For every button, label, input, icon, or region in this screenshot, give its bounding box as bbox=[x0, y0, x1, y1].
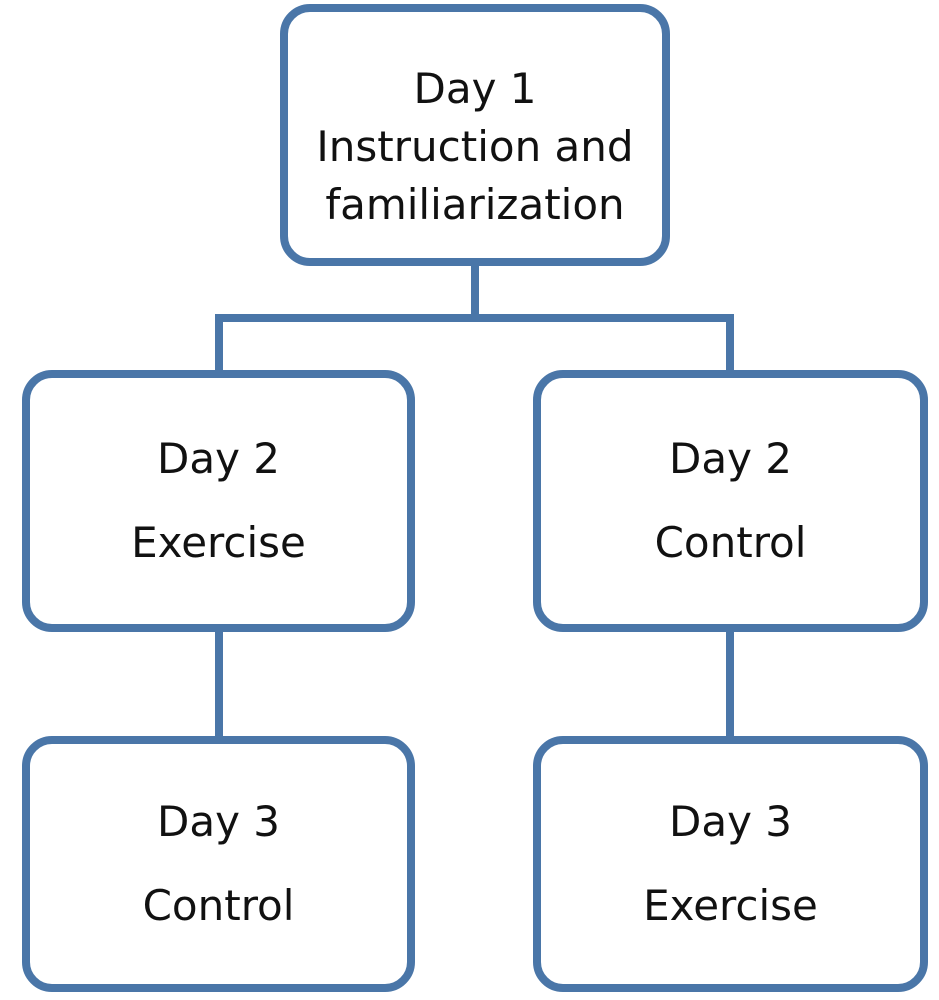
day1-title: Day 1 bbox=[413, 64, 537, 113]
day3-exercise-box: Day 3 Exercise bbox=[533, 736, 928, 992]
day3-control-title: Day 3 bbox=[156, 796, 280, 846]
day3-exercise-title: Day 3 bbox=[668, 796, 792, 846]
day1-line-2: Instruction and bbox=[316, 122, 634, 171]
day3-exercise-label: Exercise bbox=[643, 881, 818, 930]
day2-control-label: Control bbox=[654, 518, 807, 567]
day3-control-label: Control bbox=[142, 881, 295, 930]
day3-control-box: Day 3 Control bbox=[22, 736, 415, 992]
day1-line-3: familiarization bbox=[325, 180, 625, 229]
day2-control-box: Day 2 Control bbox=[533, 370, 928, 632]
day1-instruction-box: Day 1 Instruction and familiarization bbox=[280, 4, 670, 266]
day2-exercise-label: Exercise bbox=[131, 518, 306, 567]
day2-exercise-box: Day 2 Exercise bbox=[22, 370, 415, 632]
day2-control-title: Day 2 bbox=[668, 433, 792, 483]
day2-exercise-title: Day 2 bbox=[156, 433, 280, 483]
